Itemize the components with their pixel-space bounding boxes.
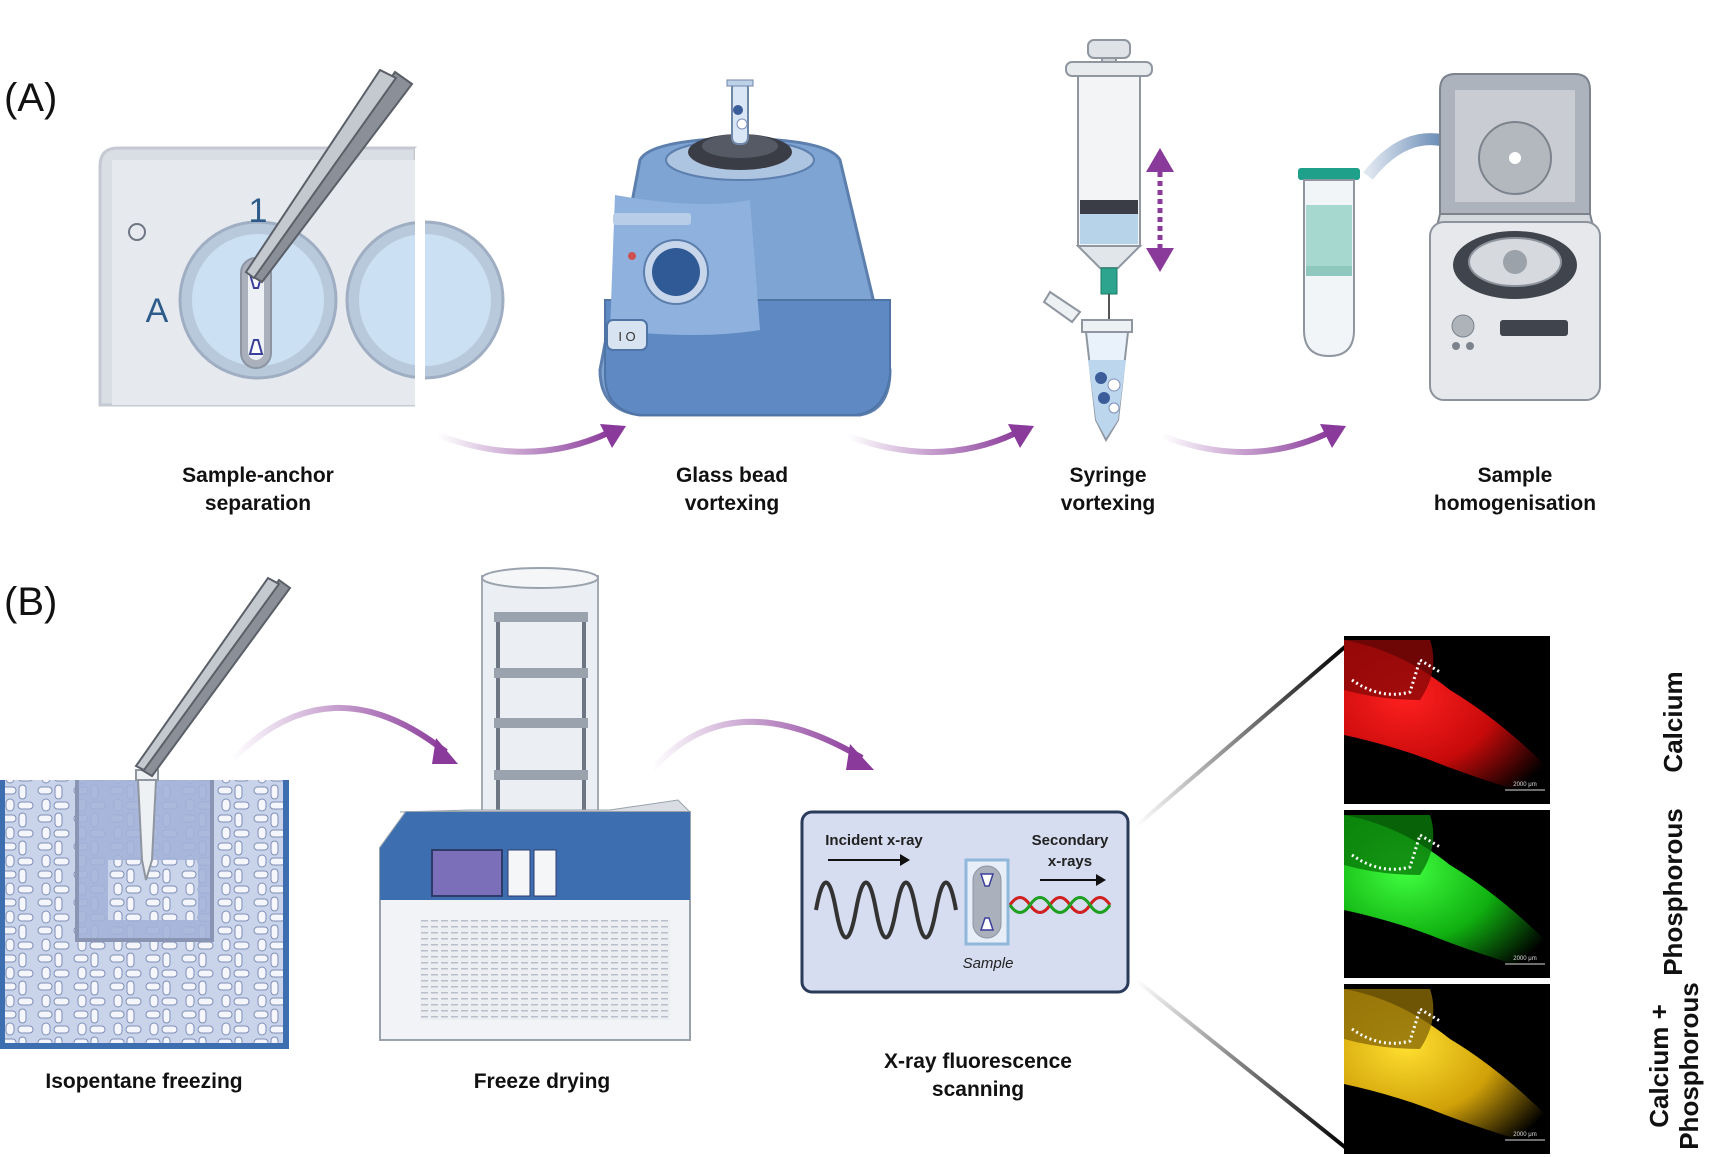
scale-calcium: 2000 μm xyxy=(1513,782,1536,788)
syringe-illustration xyxy=(1042,39,1174,443)
scale-combined: 2000 μm xyxy=(1513,1132,1536,1138)
zoom-connector-lines xyxy=(1134,644,1348,1150)
freeze-dryer-illustration xyxy=(379,567,692,1041)
step-label-glass-bead: Glass bead vortexing xyxy=(582,462,882,518)
step-label-line: scanning xyxy=(931,1078,1025,1101)
scale-phosphorous: 2000 μm xyxy=(1513,956,1536,962)
step-label-line: vortexing xyxy=(684,492,780,515)
label-phosphorous: Phosphorous xyxy=(1658,808,1688,976)
panel-b-arrows xyxy=(229,704,874,772)
step-label-line: X-ray fluorescence xyxy=(884,1050,1072,1073)
arrow-a2 xyxy=(846,429,1020,455)
xrf-box: Incident x-ray Sample Secondary x-rays xyxy=(800,810,1130,994)
homogeniser-illustration xyxy=(1298,73,1601,401)
secondary-wave-red xyxy=(1008,896,1112,914)
step-label-sample-anchor: Sample-anchor separation xyxy=(108,462,408,518)
step-label-homogenisation: Sample homogenisation xyxy=(1365,462,1665,518)
vortex-mixer-illustration: I O xyxy=(598,79,892,417)
arrow-a1 xyxy=(436,429,612,455)
step-label-freeze-drying: Freeze drying xyxy=(392,1068,692,1096)
secondary-xrays-label-1: Secondary xyxy=(1032,832,1109,849)
label-combined-line1: Calcium + xyxy=(1644,1004,1674,1128)
step-label-syringe: Syringe vortexing xyxy=(958,462,1258,518)
panel-label-b: (B) xyxy=(4,580,58,624)
label-combined-line2: Phosphorous xyxy=(1674,982,1704,1150)
arrow-b2 xyxy=(649,718,864,772)
secondary-wave-green xyxy=(1008,896,1112,914)
sample-label: Sample xyxy=(963,955,1014,972)
incident-xray-label: Incident x-ray xyxy=(825,832,923,849)
well-plate-illustration: 1 A xyxy=(98,68,505,408)
step-label-line: Sample xyxy=(1477,464,1553,487)
secondary-xrays-label-2: x-rays xyxy=(1048,853,1092,870)
step-label-line: vortexing xyxy=(1060,492,1156,515)
panel-label-a: (A) xyxy=(4,76,58,120)
step-label-line: Freeze drying xyxy=(473,1070,611,1093)
xrf-image-combined: 2000 μm xyxy=(1344,984,1550,1154)
xrf-image-calcium: 2000 μm xyxy=(1344,636,1550,804)
well-row-label: A xyxy=(146,292,169,330)
step-label-isopentane: Isopentane freezing xyxy=(0,1068,294,1096)
step-label-line: separation xyxy=(204,492,312,515)
svg-text:I O: I O xyxy=(618,329,635,344)
step-label-line: Syringe xyxy=(1069,464,1147,487)
isopentane-bath-illustration xyxy=(0,576,292,1049)
step-label-xrf-scanning: X-ray fluorescence scanning xyxy=(828,1048,1128,1104)
arrow-b1 xyxy=(229,704,448,763)
incident-wave xyxy=(814,880,958,940)
label-calcium: Calcium xyxy=(1658,671,1688,772)
xrf-image-phosphorous: 2000 μm xyxy=(1344,810,1550,978)
step-label-line: Isopentane freezing xyxy=(45,1070,243,1093)
step-label-line: Sample-anchor xyxy=(182,464,334,487)
step-label-line: homogenisation xyxy=(1433,492,1597,515)
well-column-label: 1 xyxy=(249,192,268,230)
arrow-a3 xyxy=(1160,429,1332,455)
panel-a-arrows xyxy=(436,424,1346,455)
step-label-line: Glass bead xyxy=(675,464,789,487)
